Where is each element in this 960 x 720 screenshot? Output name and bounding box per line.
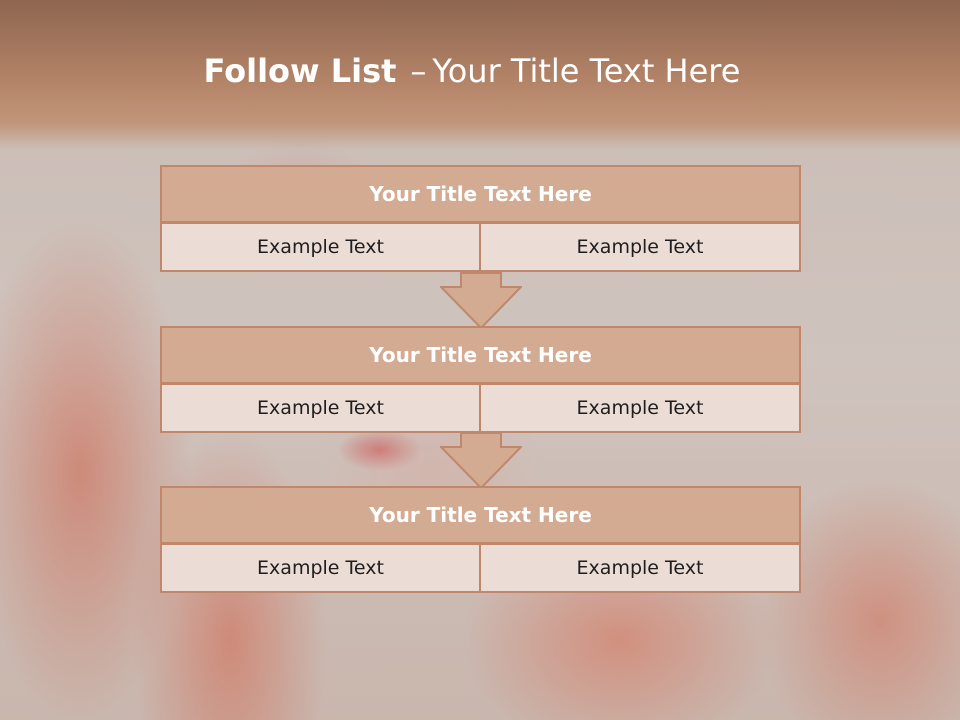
list-block-2: Your Title Text Here Example Text Exampl… [160,326,801,433]
title-bold-part: Follow List [203,52,397,90]
list-block-1: Your Title Text Here Example Text Exampl… [160,165,801,272]
block-cell-right: Example Text [479,543,801,593]
down-arrow-icon [440,432,522,490]
title-band [0,0,960,150]
block-title: Your Title Text Here [160,486,801,544]
block-cell-left: Example Text [160,543,481,593]
block-cell-left: Example Text [160,383,481,433]
title-dash: – [410,52,427,90]
block-title: Your Title Text Here [160,326,801,384]
block-cell-left: Example Text [160,222,481,272]
title-rest-part: Your Title Text Here [432,52,741,90]
list-block-3: Your Title Text Here Example Text Exampl… [160,486,801,593]
down-arrow-icon [440,272,522,330]
block-title: Your Title Text Here [160,165,801,223]
slide-title: Follow List–Your Title Text Here [0,52,944,90]
block-cell-right: Example Text [479,222,801,272]
block-cell-right: Example Text [479,383,801,433]
